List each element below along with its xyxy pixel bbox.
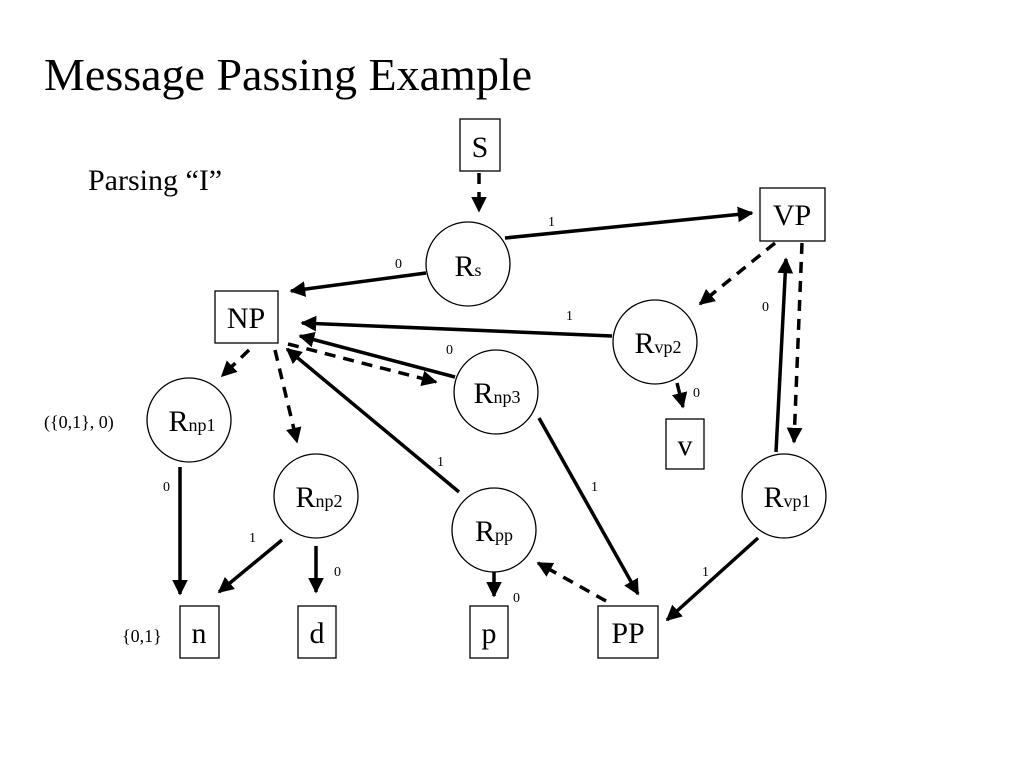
box-n-label: n: [192, 617, 207, 650]
box-S: S: [459, 118, 501, 172]
edge-label-Rnp1-n: 0: [163, 480, 170, 495]
edge-Rnp3-PP: [537, 417, 640, 596]
box-v-label: v: [678, 429, 693, 462]
box-NP: NP: [214, 290, 279, 344]
edge-label-Rnp3-PP: 1: [591, 480, 598, 495]
edge-label-Rs-NP: 0: [395, 257, 402, 272]
node-Rvp2: Rvp2: [612, 299, 698, 385]
svg-text:Rnp2: Rnp2: [295, 481, 342, 514]
edge-label-Rvp2-v: 0: [693, 386, 700, 401]
node-Rpp: Rpp: [451, 487, 537, 573]
node-Rs-sub: s: [475, 260, 482, 280]
node-Rpp-label: R: [475, 515, 495, 548]
box-d-label: d: [310, 617, 325, 650]
box-n: n: [179, 605, 220, 659]
edge-Rnp3-NP: [298, 332, 456, 379]
edge-VP-Rvp1: [786, 242, 804, 444]
box-p: p: [469, 605, 509, 659]
box-PP: PP: [597, 605, 659, 659]
node-Rnp1-sub: np1: [189, 415, 216, 435]
node-Rnp2-sub: np2: [316, 491, 343, 511]
edge-Rpp-NP: [285, 347, 461, 494]
node-Rnp1-label: R: [168, 405, 188, 438]
box-VP: VP: [759, 187, 826, 242]
edge-Rs-VP: [504, 206, 754, 240]
slide-subtitle: Parsing “I”: [88, 164, 223, 197]
node-Rs: Rs: [425, 221, 511, 307]
node-Rnp3: Rnp3: [453, 349, 539, 435]
edge-Rnp2-n: [217, 538, 284, 594]
slide-title: Message Passing Example: [44, 49, 533, 100]
edge-NP-Rnp3: [287, 342, 438, 387]
node-Rvp2-sub: vp2: [655, 337, 682, 357]
node-Rnp3-sub: np3: [494, 387, 521, 407]
node-Rnp2-label: R: [295, 481, 315, 514]
svg-text:Rpp: Rpp: [475, 515, 513, 548]
edge-Rvp2-NP: [300, 315, 613, 338]
node-Rnp3-label: R: [473, 377, 493, 410]
box-VP-label: VP: [773, 199, 811, 232]
edge-Rvp2-v: [671, 382, 688, 409]
edge-label-Rvp1-PP: 1: [702, 565, 709, 580]
svg-text:Rvp2: Rvp2: [634, 327, 681, 360]
edge-label-Rvp2-NP: 1: [566, 309, 573, 324]
edge-label-Rnp3-NP: 0: [446, 343, 453, 358]
edge-PP-Rpp: [536, 561, 607, 603]
edge-Rs-NP: [289, 271, 427, 297]
edge-NP-Rnp1: [220, 348, 251, 378]
svg-text:Rnp3: Rnp3: [473, 377, 520, 410]
box-d: d: [297, 605, 337, 659]
edge-VP-Rvp2: [698, 241, 777, 306]
edge-label-Rpp-NP: 1: [437, 455, 444, 470]
edge-label-Rpp-p: 0: [513, 591, 520, 606]
node-Rnp2: Rnp2: [273, 453, 359, 539]
annotation-n-message: {0,1}: [122, 626, 162, 646]
node-Rs-label: R: [454, 250, 474, 283]
node-Rnp1: Rnp1: [146, 377, 232, 463]
node-Rvp2-label: R: [634, 327, 654, 360]
edge-label-Rnp2-n: 1: [249, 531, 256, 546]
box-v: v: [665, 418, 705, 470]
edge-label-Rs-VP: 1: [548, 215, 555, 230]
box-NP-label: NP: [227, 302, 265, 335]
box-p-label: p: [482, 617, 497, 650]
node-Rpp-sub: pp: [495, 525, 513, 545]
edge-Rvp1-VP: [774, 257, 794, 453]
edge-NP-Rnp2: [273, 349, 302, 444]
svg-text:Rnp1: Rnp1: [168, 405, 215, 438]
node-Rvp1-label: R: [763, 481, 783, 514]
edge-label-Rvp1-VP: 0: [762, 300, 769, 315]
node-Rvp1-sub: vp1: [784, 491, 811, 511]
edge-label-Rnp2-d: 0: [334, 565, 341, 580]
annotation-rnp1-message: ({0,1}, 0): [44, 412, 114, 433]
edge-Rvp1-PP: [665, 536, 760, 622]
svg-text:Rs: Rs: [454, 250, 481, 283]
svg-text:Rvp1: Rvp1: [763, 481, 810, 514]
box-PP-label: PP: [611, 617, 644, 650]
node-Rvp1: Rvp1: [741, 453, 827, 539]
box-S-label: S: [472, 131, 489, 164]
